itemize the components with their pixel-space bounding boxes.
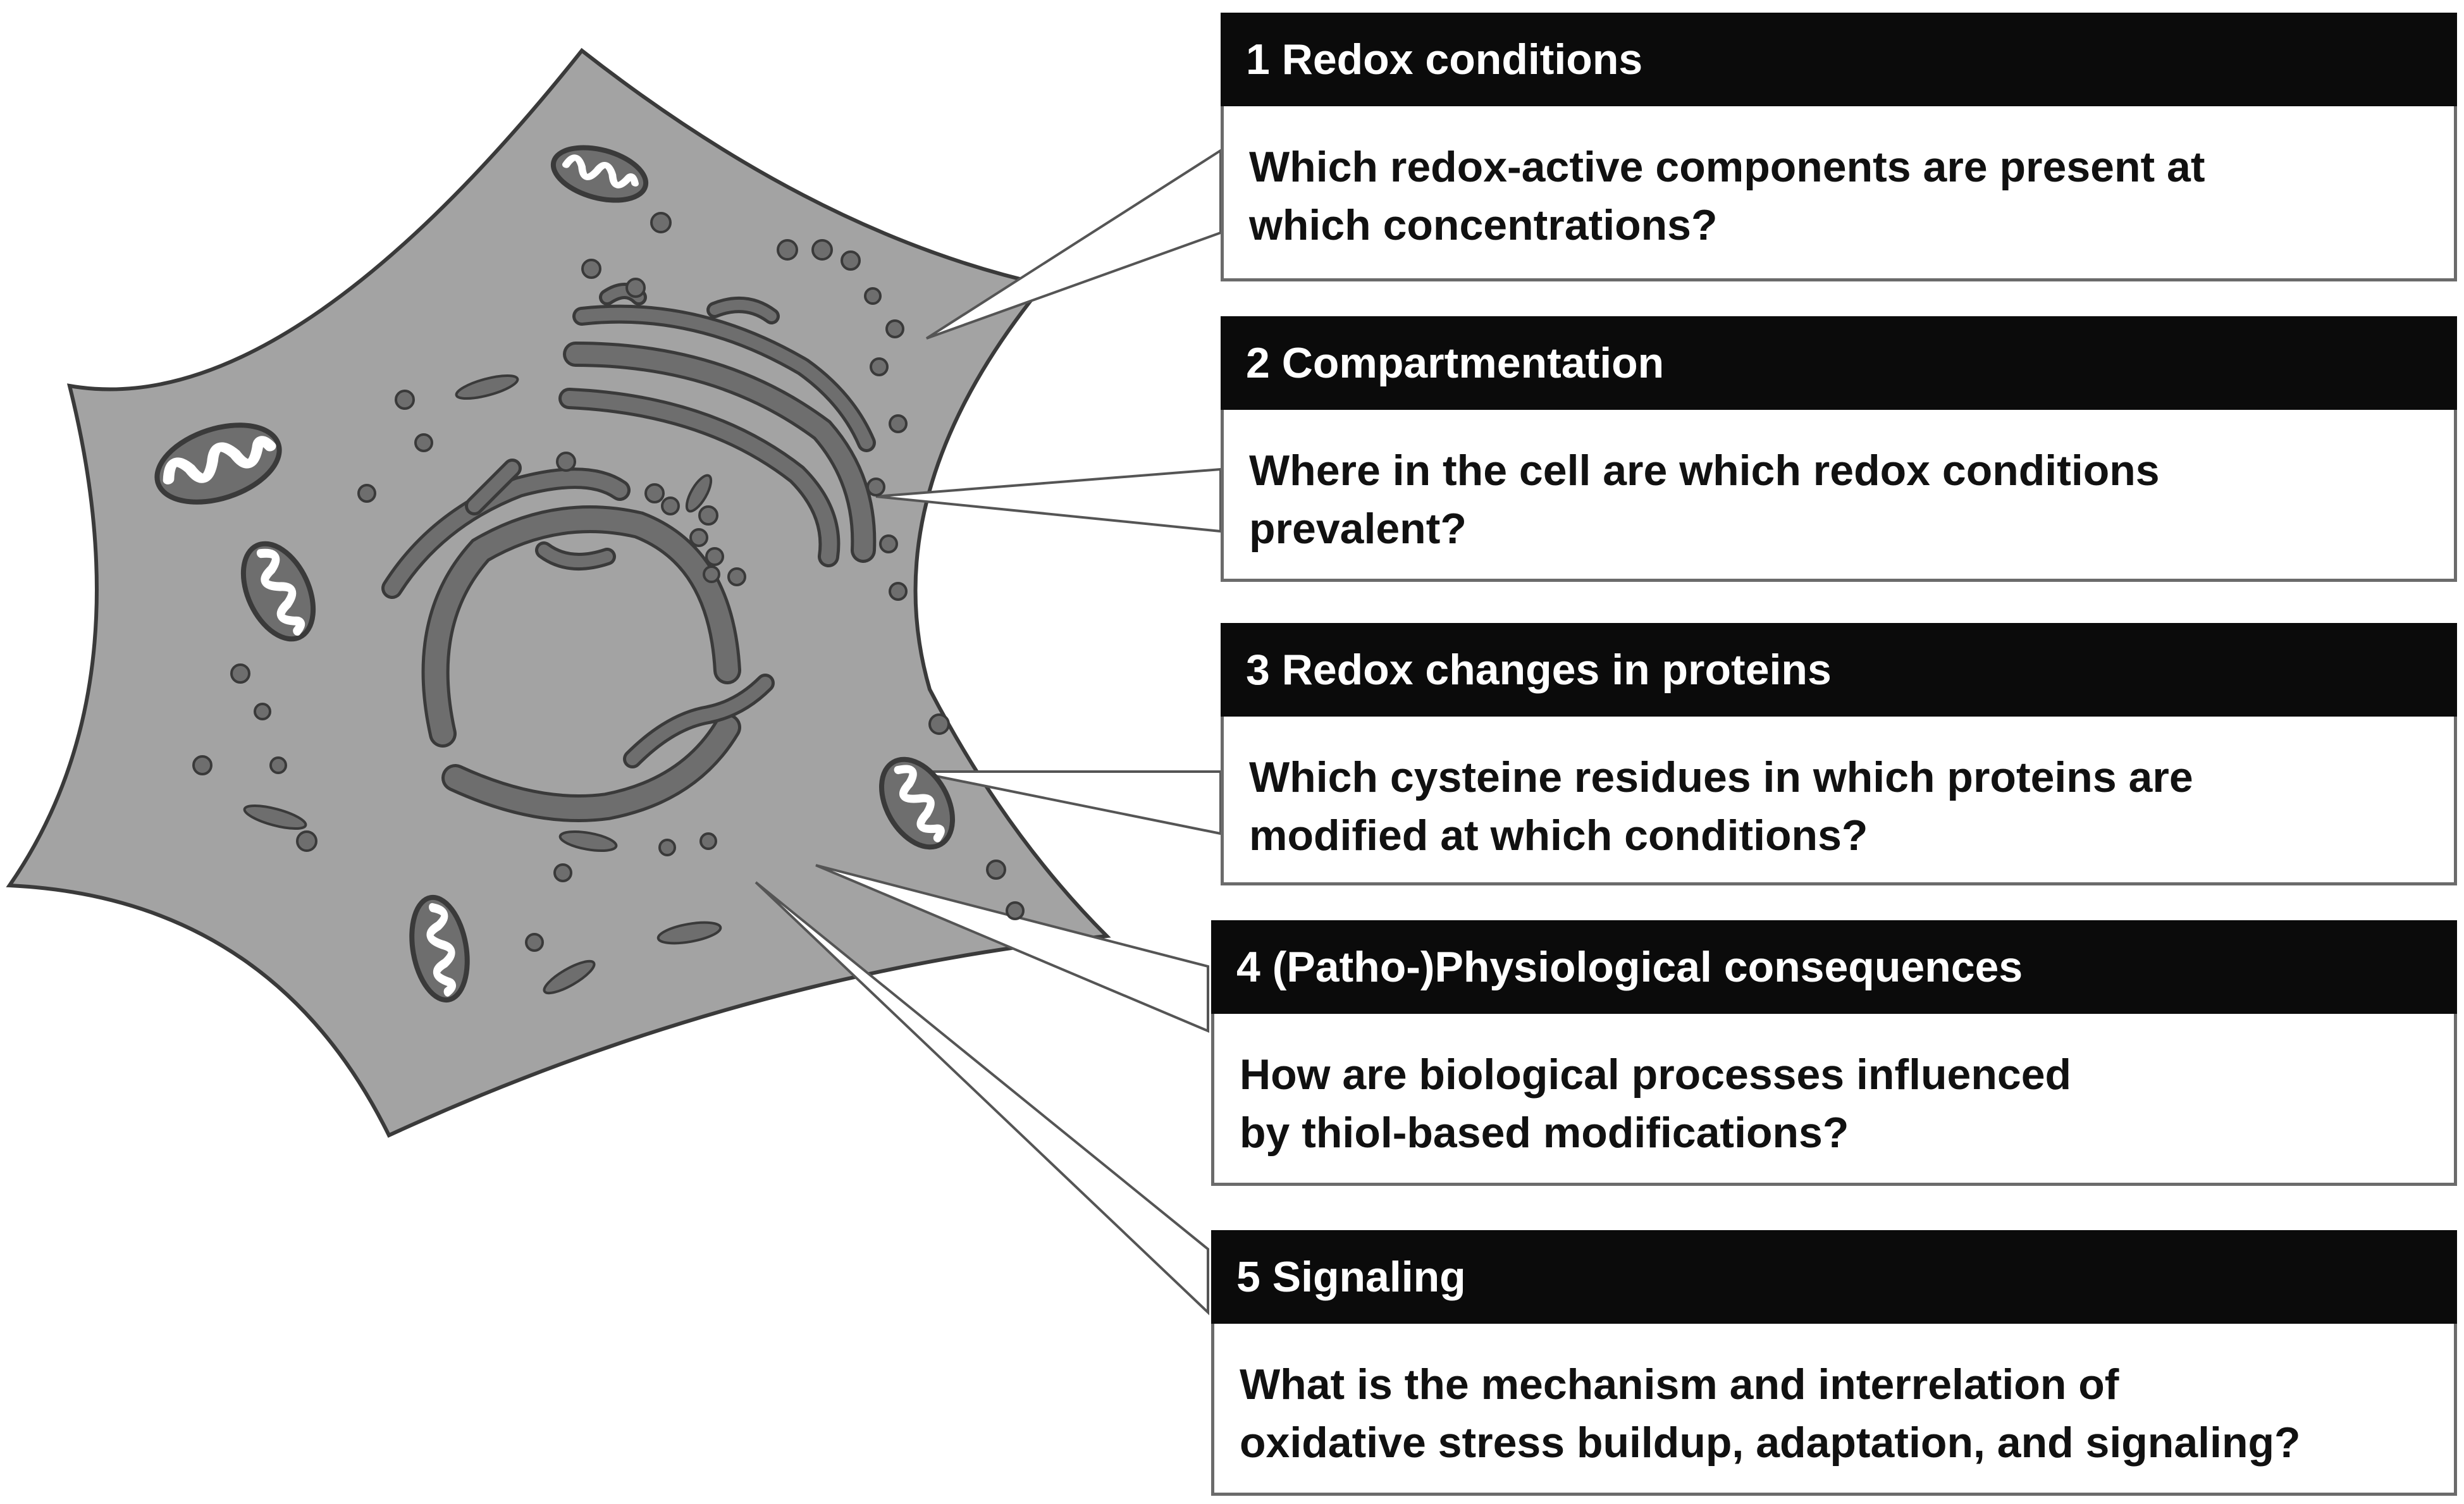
question-line: oxidative stress buildup, adaptation, an… xyxy=(1240,1419,2301,1467)
pointer-5 xyxy=(755,881,1209,1316)
golgi-apparatus xyxy=(558,283,877,567)
elongated-vesicles xyxy=(243,374,722,995)
panel-title: 2 Compartmentation xyxy=(1221,316,2457,410)
mitochondrion xyxy=(240,541,316,642)
cell-membrane xyxy=(6,47,1111,1138)
panel-question: How are biological processes influenced … xyxy=(1211,1014,2457,1186)
question-line: Which redox-active components are presen… xyxy=(1249,143,2205,191)
callout-pointers xyxy=(755,148,1222,1316)
question-line: by thiol-based modifications? xyxy=(1240,1109,1849,1157)
panel-question: Which cysteine residues in which protein… xyxy=(1221,717,2457,885)
panel-title: 3 Redox changes in proteins xyxy=(1221,623,2457,717)
nucleus-envelope xyxy=(381,459,775,822)
panel-redox-changes-in-proteins: 3 Redox changes in proteins Which cystei… xyxy=(1221,623,2457,885)
panel-question: What is the mechanism and interrelation … xyxy=(1211,1324,2457,1496)
pointer-1 xyxy=(925,148,1222,340)
panel-question: Which redox-active components are presen… xyxy=(1221,106,2457,281)
mitochondrion xyxy=(154,422,282,505)
panel-question: Where in the cell are which redox condit… xyxy=(1221,410,2457,582)
question-line: Where in the cell are which redox condit… xyxy=(1249,447,2160,495)
question-line: What is the mechanism and interrelation … xyxy=(1240,1360,2119,1408)
panel-physiological-consequences: 4 (Patho-)Physiological consequences How… xyxy=(1211,920,2457,1186)
question-line: How are biological processes influenced xyxy=(1240,1051,2072,1099)
panel-title: 5 Signaling xyxy=(1211,1230,2457,1324)
panel-signaling: 5 Signaling What is the mechanism and in… xyxy=(1211,1230,2457,1496)
panel-title: 1 Redox conditions xyxy=(1221,13,2457,106)
mitochondrion xyxy=(409,894,470,1003)
panel-title: 4 (Patho-)Physiological consequences xyxy=(1211,920,2457,1014)
mitochondrion xyxy=(879,756,955,850)
panel-redox-conditions: 1 Redox conditions Which redox-active co… xyxy=(1221,13,2457,281)
question-line: which concentrations? xyxy=(1249,201,1718,249)
mitochondrion xyxy=(550,145,649,203)
question-line: prevalent? xyxy=(1249,505,1467,553)
question-line: Which cysteine residues in which protein… xyxy=(1249,753,2193,801)
question-line: modified at which conditions? xyxy=(1249,811,1868,860)
vesicles xyxy=(192,212,1025,952)
panel-compartmentation: 2 Compartmentation Where in the cell are… xyxy=(1221,316,2457,582)
